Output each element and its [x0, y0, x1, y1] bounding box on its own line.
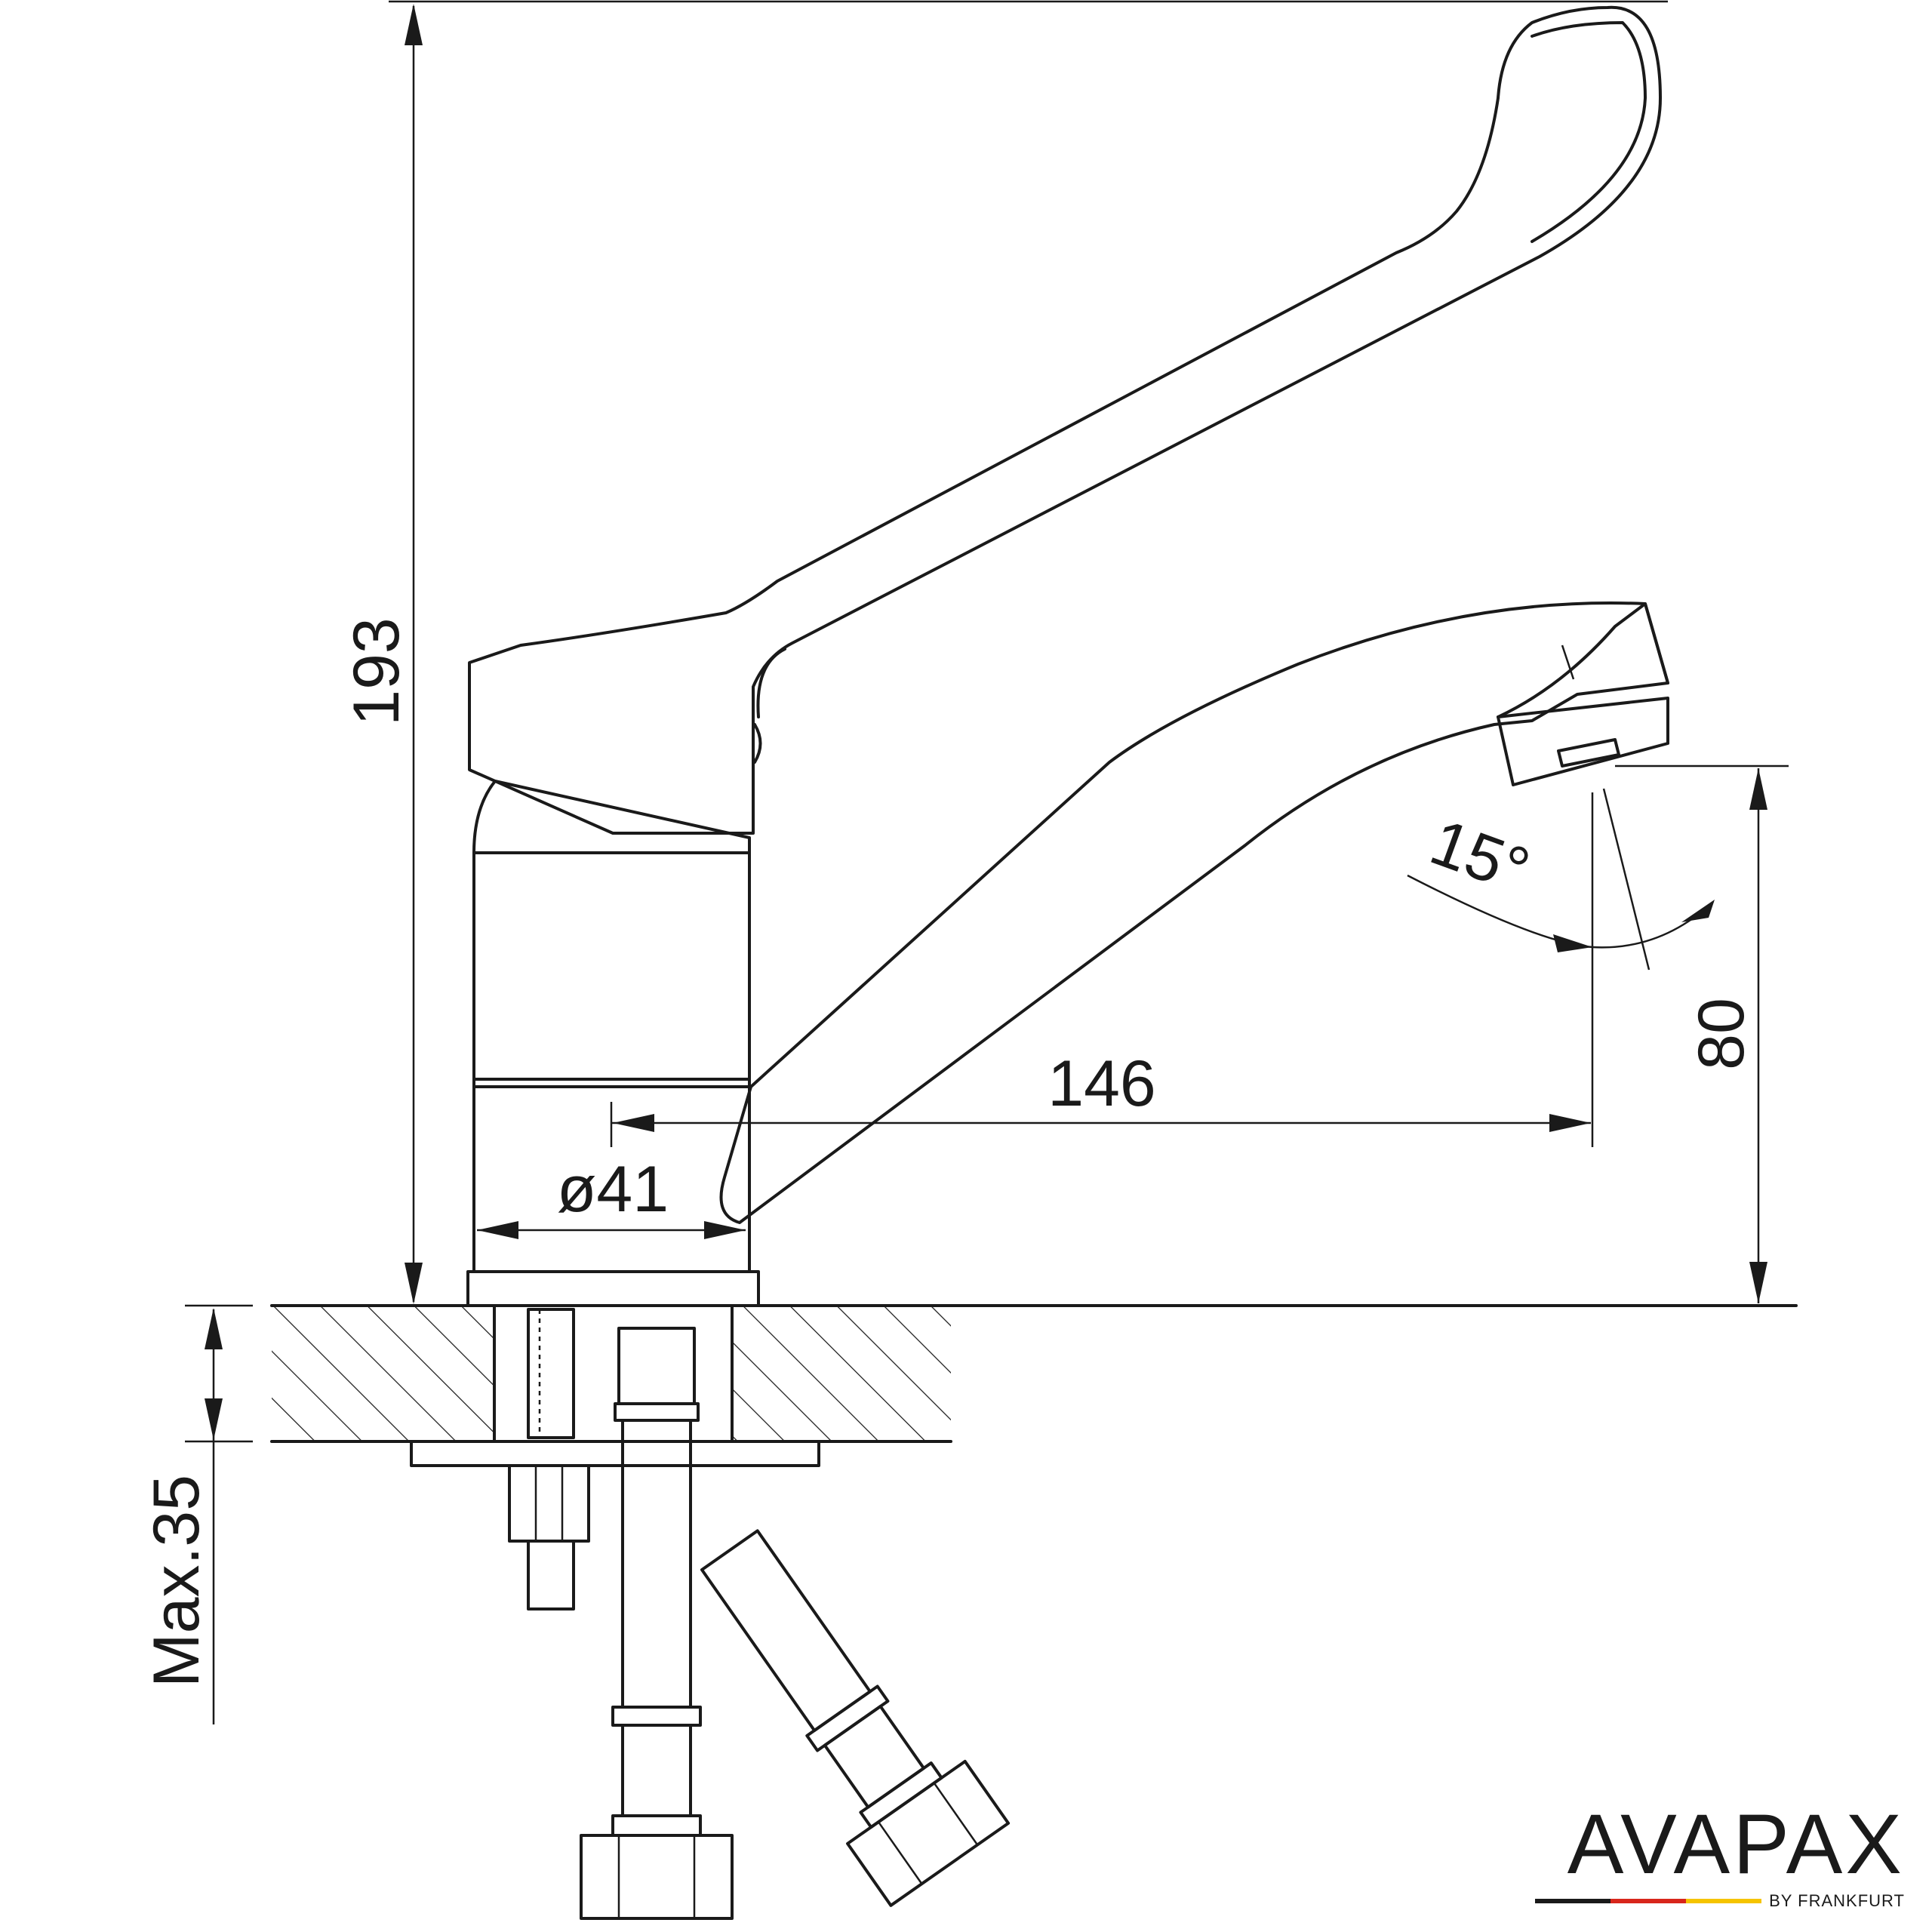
inlet-hose-angled	[700, 1529, 1011, 1907]
stripe-black	[1535, 1899, 1611, 1903]
spout	[719, 601, 1669, 1224]
countertop-section	[270, 1304, 1798, 1443]
brand-bar: BY FRANKFURT	[1535, 1891, 1905, 1911]
dim-label-reach: 146	[1048, 1048, 1156, 1120]
stripe-red	[1611, 1899, 1687, 1903]
lever-handle	[468, 5, 1662, 835]
dim-body-diameter: ø41	[477, 1153, 746, 1239]
dim-label-body-diameter: ø41	[557, 1153, 669, 1226]
dim-reach: 146	[610, 792, 1594, 1147]
dim-spout-angle: 15°	[1407, 788, 1715, 971]
stripe-yellow	[1686, 1899, 1762, 1903]
dim-outlet-height: 80	[1615, 764, 1789, 1303]
dim-label-outlet-height: 80	[1685, 998, 1758, 1070]
dim-total-height: 193	[340, 0, 1668, 1304]
faucet-body	[466, 780, 760, 1307]
brand-name: AVAPAX	[1567, 1797, 1905, 1891]
mounting-hardware	[410, 1308, 820, 1611]
inlet-hose-straight	[580, 1327, 734, 1920]
dim-label-max-countertop: Max.35	[140, 1475, 213, 1687]
brand-flag-stripes	[1535, 1899, 1762, 1903]
brand-logo: AVAPAX BY FRANKFURT	[1535, 1802, 1905, 1911]
brand-tagline: BY FRANKFURT	[1769, 1891, 1905, 1910]
dim-max-countertop: Max.35	[140, 1304, 253, 1724]
dim-label-total-height: 193	[340, 617, 413, 726]
